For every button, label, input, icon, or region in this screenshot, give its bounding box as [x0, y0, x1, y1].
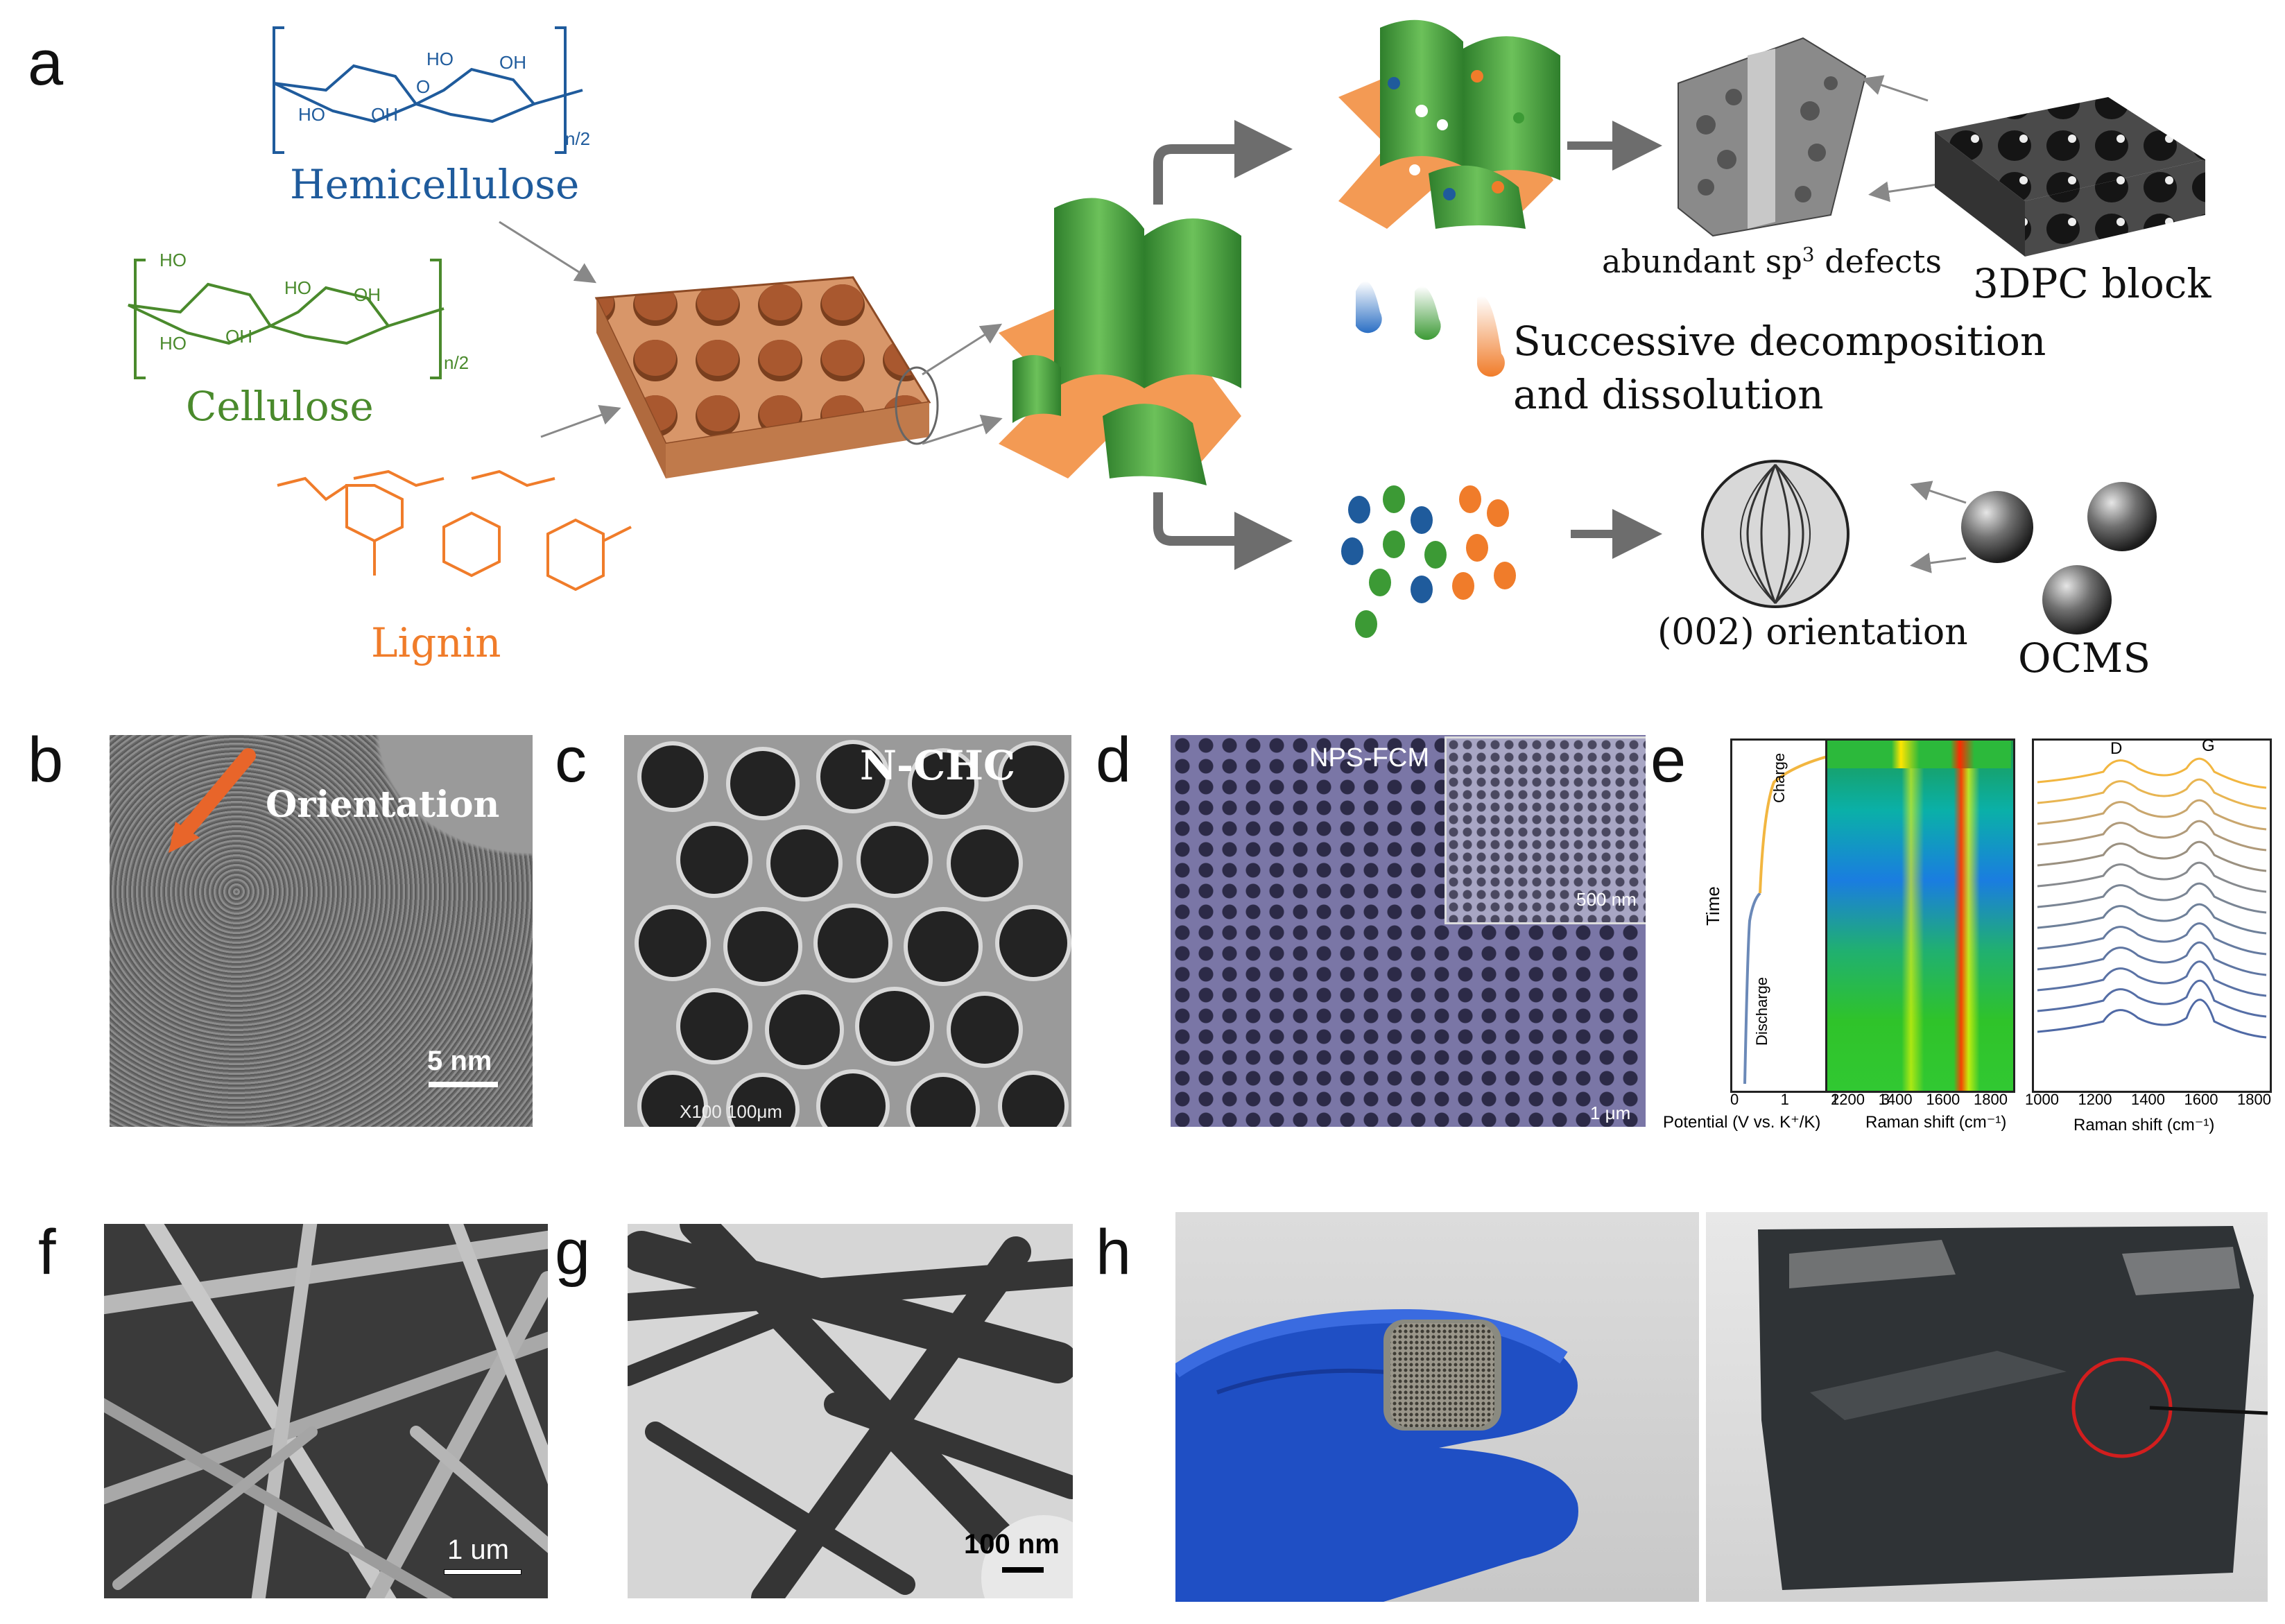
tick: 1000	[2025, 1091, 2059, 1108]
ocms-spheres	[1961, 482, 2157, 634]
orientation-sphere	[1701, 460, 1849, 608]
panel-f-sem-image: 1 um	[104, 1224, 548, 1598]
tick: 1600	[1926, 1091, 1960, 1108]
tick: 1	[1780, 1091, 1789, 1108]
label-nps-fcm: NPS-FCM	[1309, 743, 1430, 772]
ticks-raman-spectra: 1000 1200 1400 1600 1800	[2025, 1091, 2271, 1109]
label-hemicellulose: Hemicellulose	[290, 161, 580, 208]
tick: 1800	[1974, 1091, 2008, 1108]
panel-label-c: c	[555, 725, 587, 795]
cellulose-structure	[128, 259, 445, 379]
tick: 1200	[2078, 1091, 2112, 1108]
label-time: Time	[1702, 886, 1723, 926]
sem-info-c: X100 100μm	[680, 1101, 782, 1122]
sp3-text: abundant sp	[1602, 243, 1802, 280]
label-002-orientation: (002) orientation	[1657, 612, 1968, 653]
panel-d-sem-image: NPS-FCM 500 nm 1 μm	[1171, 735, 1646, 1127]
tick: 1600	[2184, 1091, 2218, 1108]
label-discharge: Discharge	[1753, 976, 1770, 1046]
chem-label: HO	[284, 277, 311, 298]
panel-label-f: f	[38, 1217, 56, 1288]
repeat-n2-cell: n/2	[444, 352, 469, 373]
chem-label: O	[416, 76, 431, 97]
tick: 1400	[2131, 1091, 2165, 1108]
scale-bar-g: 100 nm	[964, 1529, 1060, 1560]
label-n-chc: N-CHC	[860, 742, 1016, 789]
decomposing-cell-wall	[1338, 19, 1560, 229]
xlabel-raman-heatmap: Raman shift (cm⁻¹)	[1865, 1113, 2007, 1132]
chem-label: HO	[159, 250, 187, 270]
repeat-n2-hemi: n/2	[565, 128, 591, 149]
panel-label-g: g	[555, 1217, 591, 1288]
chem-label: HO	[159, 333, 187, 354]
scale-bar-d: 1 μm	[1590, 1103, 1631, 1123]
label-ocms: OCMS	[2018, 634, 2151, 682]
tick: 3	[1881, 1091, 1890, 1108]
panel-h-photo-film	[1706, 1212, 2268, 1602]
hemicellulose-structure	[273, 26, 583, 154]
peak-label-g: G	[2202, 736, 2215, 755]
droplets-decomposition	[1356, 281, 1505, 377]
panel-label-d: d	[1096, 725, 1132, 795]
sp3-superscript: 3	[1802, 243, 1815, 266]
tick: 0	[1730, 1091, 1739, 1108]
wood-honeycomb	[594, 276, 931, 478]
label-lignin: Lignin	[371, 619, 501, 666]
tick: 1200	[1831, 1091, 1865, 1108]
xlabel-raman-spectra: Raman shift (cm⁻¹)	[2073, 1116, 2215, 1134]
scale-bar-b: 5 nm	[427, 1046, 492, 1076]
glove-with-electrode	[1175, 1308, 1578, 1602]
label-charge: Charge	[1770, 752, 1788, 803]
scale-line-b	[429, 1082, 498, 1087]
panel-h-photo-glove	[1175, 1212, 1699, 1602]
scale-line-f	[444, 1569, 521, 1575]
ticks-potential: 0 1 2 3	[1730, 1091, 1890, 1109]
label-cellulose: Cellulose	[186, 383, 374, 430]
nanofiber-bundles	[628, 1224, 1073, 1598]
cell-wall-model	[999, 198, 1241, 485]
raman-stacked-spectra	[2037, 757, 2267, 1039]
orientation-arrow	[169, 748, 256, 853]
ticks-raman-heatmap: 1200 1400 1600 1800	[1831, 1091, 2008, 1109]
panel-e-raman-spectra: D G	[2032, 736, 2272, 1093]
tick: 2	[1831, 1091, 1840, 1108]
scale-line-g	[1002, 1567, 1044, 1573]
chem-label: OH	[354, 284, 381, 305]
label-successive-2: and dissolution	[1513, 371, 1824, 418]
heatmap-top-band	[1827, 741, 2011, 768]
peak-label-d: D	[2110, 739, 2123, 758]
panel-label-h: h	[1096, 1217, 1132, 1288]
carbon-film	[1758, 1226, 2268, 1590]
chem-label: HO	[426, 49, 454, 69]
3dpc-block	[1935, 97, 2205, 257]
chem-label: OH	[225, 326, 252, 347]
chem-label: OH	[371, 104, 398, 125]
tick: 1400	[1878, 1091, 1913, 1108]
panel-label-e: e	[1650, 725, 1687, 795]
fragments	[1341, 485, 1516, 638]
xlabel-potential: Potential (V vs. K⁺/K)	[1663, 1113, 1821, 1132]
panel-b-hrtem-image: Orientation 5 nm	[110, 735, 533, 1127]
chem-label: HO	[298, 104, 325, 125]
panel-e-heatmap	[1825, 738, 2015, 1093]
honeycomb-pores	[624, 735, 1071, 1127]
panel-g-tem-image: 100 nm	[628, 1224, 1073, 1598]
panel-label-b: b	[28, 725, 64, 795]
tick: 1800	[2237, 1091, 2271, 1108]
fiber-network	[104, 1224, 548, 1598]
inset-scale-d: 500 nm	[1576, 889, 1637, 910]
panel-c-sem-image: N-CHC X100 100μm	[624, 735, 1071, 1127]
label-sp3-defects: abundant sp3 defects	[1602, 243, 1942, 280]
sp3-text-post: defects	[1814, 243, 1942, 280]
label-orientation: Orientation	[266, 784, 500, 826]
sp3-defects-block	[1678, 37, 1867, 237]
label-3dpc-block: 3DPC block	[1973, 260, 2211, 307]
panel-label-a: a	[28, 28, 64, 98]
lignin-structure	[277, 469, 632, 591]
scale-bar-f: 1 um	[447, 1535, 509, 1565]
panel-a-schematic	[128, 19, 2205, 638]
label-successive-1: Successive decomposition	[1513, 318, 2046, 365]
inset-d	[1445, 736, 1646, 924]
chem-label: OH	[499, 52, 526, 73]
